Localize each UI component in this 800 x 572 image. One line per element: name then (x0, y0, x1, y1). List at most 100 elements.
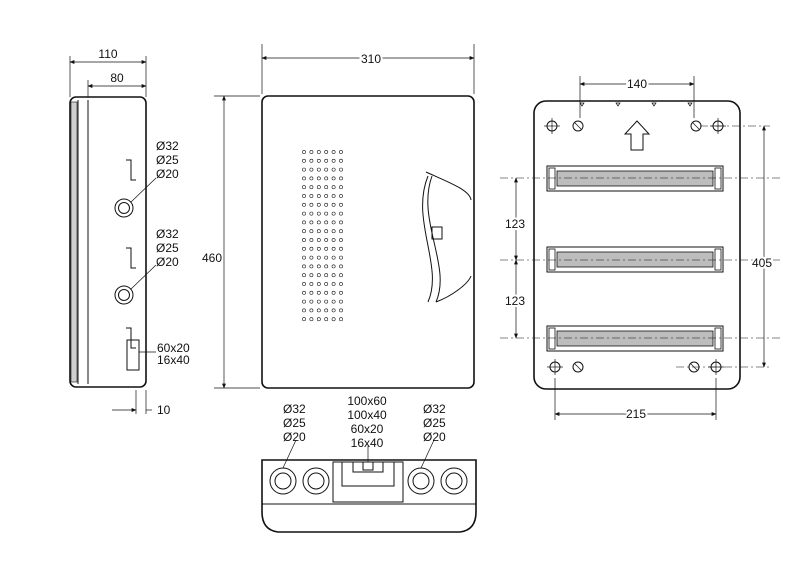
vent-hole (302, 150, 306, 154)
knockout-top-32: Ø32 (156, 139, 179, 153)
dim-vertical-mount: 405 (752, 256, 772, 270)
vent-hole (316, 290, 321, 295)
vent-hole (309, 299, 314, 304)
mount-clip-low (126, 327, 136, 349)
vent-hole (309, 211, 314, 216)
vent-hole (316, 158, 321, 163)
vent-hole (339, 273, 343, 278)
vent-hole (309, 282, 314, 286)
vent-hole (339, 229, 343, 234)
vent-hole (331, 299, 336, 304)
vent-hole (324, 238, 329, 242)
dim-depth-body: 80 (110, 71, 124, 85)
bottom-left-20: Ø20 (283, 430, 306, 444)
knockout-top-20: Ø20 (156, 167, 179, 181)
vent-hole (316, 264, 321, 269)
vent-hole (331, 211, 336, 216)
vent-hole (339, 176, 343, 181)
vent-hole (309, 176, 314, 181)
bottom-left-32: Ø32 (283, 402, 306, 416)
vent-hole (331, 194, 336, 198)
vent-hole (339, 220, 343, 225)
vent-hole (302, 290, 306, 295)
vent-hole (324, 202, 329, 207)
bottom-right-25: Ø25 (423, 416, 446, 430)
vent-hole (324, 220, 329, 225)
knockout-mid-20: Ø20 (156, 255, 179, 269)
vent-hole (339, 194, 343, 198)
vent-hole (339, 290, 343, 295)
din-rail-2 (546, 246, 724, 273)
side-door-panel (70, 101, 78, 383)
vent-hole (339, 211, 343, 216)
center-slot-3: 60x20 (351, 422, 384, 436)
vent-hole (302, 246, 306, 251)
vent-hole (302, 167, 306, 172)
vent-hole (331, 308, 336, 313)
vent-hole (339, 308, 343, 313)
vent-hole (309, 220, 314, 225)
knockout-top-25: Ø25 (156, 153, 179, 167)
mount-hole-bottom-left (547, 359, 563, 375)
vent-hole (339, 202, 343, 207)
vent-hole (324, 167, 329, 172)
knockout-circle-mid (114, 285, 134, 305)
vent-hole (339, 150, 343, 154)
vent-hole (316, 167, 321, 172)
vent-hole (302, 255, 306, 260)
vent-hole (302, 282, 306, 286)
vent-hole (339, 264, 343, 269)
vent-hole (302, 264, 306, 269)
vent-hole (309, 255, 314, 260)
dim-bottom-offset: 10 (157, 403, 171, 417)
vent-hole (331, 229, 336, 234)
ventilation-grid (302, 150, 343, 322)
vent-hole (331, 273, 336, 278)
vent-hole (316, 229, 321, 234)
vent-hole (339, 185, 343, 190)
side-view: 110 80 Ø32 Ø25 Ø20 Ø32 Ø25 Ø20 60x20 16x… (69, 47, 190, 417)
vent-hole (324, 255, 329, 260)
vent-hole (302, 185, 306, 190)
vent-hole (331, 317, 336, 322)
dim-rail-pitch-lower: 123 (505, 294, 525, 308)
knockout-mid-32: Ø32 (156, 227, 179, 241)
vent-hole (331, 246, 336, 251)
vent-hole (302, 158, 306, 163)
orientation-up-arrow (623, 120, 651, 151)
vent-hole (339, 246, 343, 251)
vent-hole (309, 264, 314, 269)
vent-hole (316, 150, 321, 154)
center-slot-4: 16x40 (351, 436, 384, 450)
vent-hole (302, 308, 306, 313)
vent-hole (302, 211, 306, 216)
vent-hole (324, 211, 329, 216)
vent-hole (302, 273, 306, 278)
vent-hole (331, 220, 336, 225)
vent-hole (331, 290, 336, 295)
front-door-outline (261, 95, 475, 389)
vent-hole (316, 299, 321, 304)
mount-hole-top-left (544, 118, 560, 134)
vent-hole (324, 194, 329, 198)
vent-hole (324, 158, 329, 163)
vent-hole (302, 229, 306, 234)
vent-hole (324, 317, 329, 322)
vent-hole (324, 273, 329, 278)
din-rail-1 (546, 165, 724, 192)
vent-hole (316, 176, 321, 181)
vent-hole (331, 185, 336, 190)
vent-hole (339, 158, 343, 163)
vent-hole (331, 255, 336, 260)
vent-hole (302, 176, 306, 181)
vent-hole (316, 317, 321, 322)
vent-hole (309, 317, 314, 322)
vent-hole (324, 229, 329, 234)
vent-hole (316, 220, 321, 225)
vent-hole (316, 255, 321, 260)
knockout-circle-top (114, 198, 134, 218)
vent-hole (309, 238, 314, 242)
vent-hole (331, 167, 336, 172)
screw-top-left (572, 120, 584, 132)
